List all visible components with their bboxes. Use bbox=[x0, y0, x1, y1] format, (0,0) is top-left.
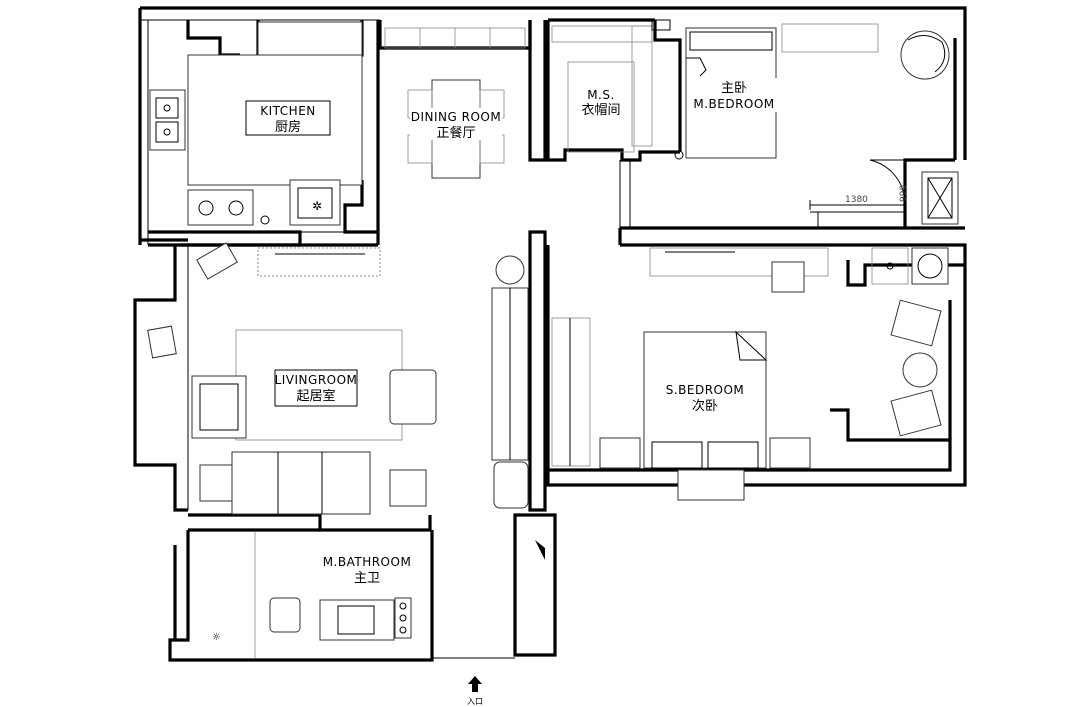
second-bedroom-label-zh: 次卧 bbox=[692, 398, 718, 414]
kitchen-label-zh: 厨房 bbox=[275, 119, 301, 135]
bathroom-label-zh: 主卫 bbox=[354, 571, 380, 586]
living-label: LIVINGROOM 起居室 bbox=[274, 369, 358, 407]
stove-icon: ✲ bbox=[312, 199, 322, 213]
closet-label-zh: 衣帽间 bbox=[581, 102, 620, 118]
dining-furniture bbox=[384, 27, 526, 179]
closet-label-en: M.S. bbox=[587, 88, 615, 102]
second-bedroom-furniture bbox=[551, 247, 949, 501]
light-icon: ☼ bbox=[212, 632, 221, 643]
bathroom-furniture: ☼ bbox=[212, 532, 412, 658]
dining-label-zh: 正餐厅 bbox=[436, 125, 475, 141]
living-label-en: LIVINGROOM bbox=[275, 373, 358, 387]
dimension-990: 990 bbox=[899, 185, 909, 202]
dining-label: DINING ROOM 正餐厅 bbox=[410, 108, 502, 141]
entrance-label: 入口 bbox=[467, 697, 483, 706]
kitchen-label-en: KITCHEN bbox=[260, 104, 316, 118]
dimension-1380: 1380 bbox=[845, 195, 868, 205]
closet-label: M.S. 衣帽间 bbox=[572, 86, 630, 118]
kitchen-furniture: ✲ bbox=[149, 21, 363, 226]
second-bedroom-label: S.BEDROOM 次卧 bbox=[660, 380, 750, 414]
living-furniture bbox=[147, 242, 529, 515]
living-label-zh: 起居室 bbox=[296, 388, 335, 404]
bathroom-label: M.BATHROOM 主卫 bbox=[322, 552, 412, 586]
kitchen-label: KITCHEN 厨房 bbox=[245, 100, 331, 136]
closet-furniture bbox=[551, 19, 684, 160]
door-marker bbox=[535, 540, 545, 560]
master-bedroom-label-zh: 主卧 bbox=[721, 81, 747, 96]
master-bedroom-label: 主卧 M.BEDROOM bbox=[690, 78, 778, 112]
bathroom-label-en: M.BATHROOM bbox=[323, 555, 412, 569]
shower-box bbox=[921, 171, 959, 225]
entrance-arrow-icon bbox=[468, 676, 482, 692]
dining-label-en: DINING ROOM bbox=[411, 110, 501, 124]
master-bedroom-label-en: M.BEDROOM bbox=[693, 97, 774, 111]
second-bedroom-label-en: S.BEDROOM bbox=[666, 383, 745, 397]
